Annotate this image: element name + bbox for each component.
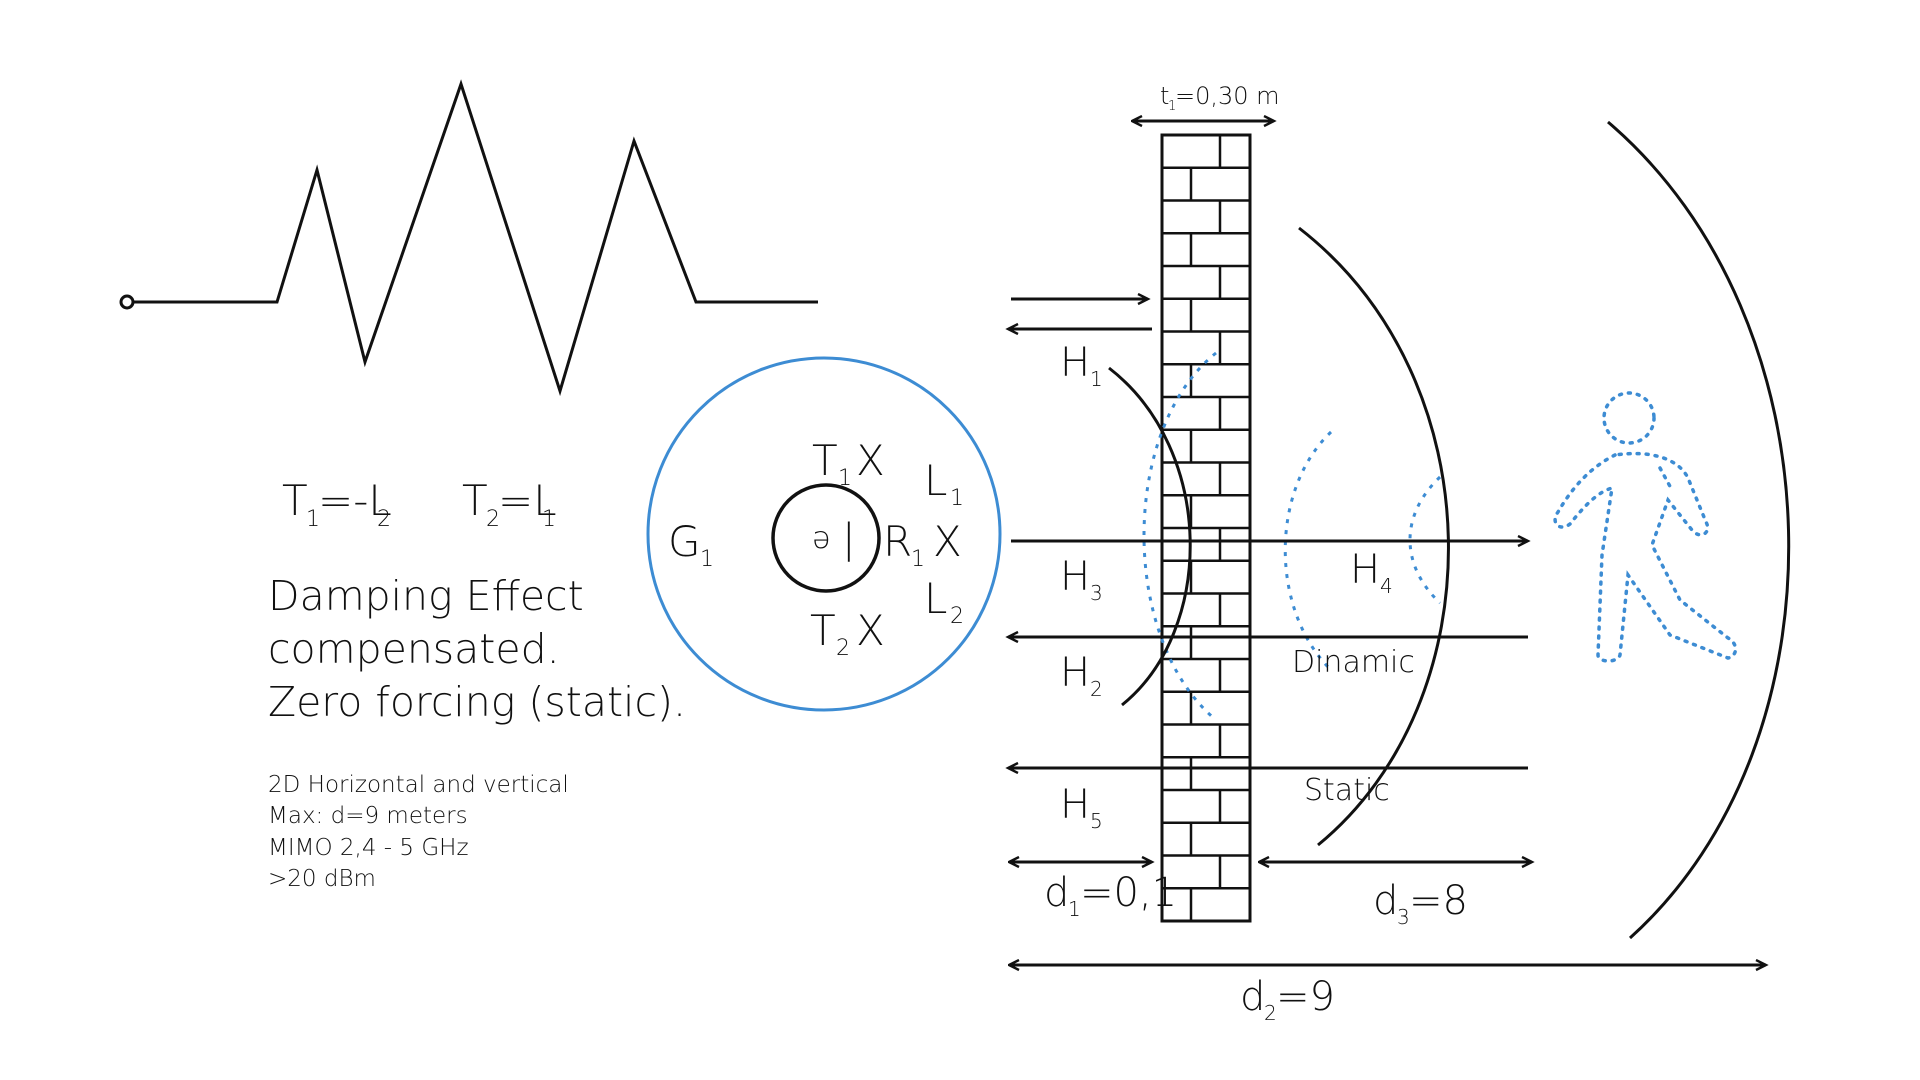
label-t1-base: T xyxy=(812,436,838,485)
label-t2: T 2 X xyxy=(810,606,885,661)
device-circle: ə | G 1 T 1 X T 2 X R 1 X L 1 L 2 xyxy=(646,356,1002,712)
wave-arc-dynamic-1 xyxy=(1283,430,1333,672)
signal-arrows xyxy=(1008,299,1528,768)
label-dynamic: Dinamic xyxy=(1292,645,1415,680)
specs-line-4: >20 dBm xyxy=(268,866,376,892)
distance-d2: d 2 =9 xyxy=(1009,965,1766,1025)
range-arc-large xyxy=(1607,120,1791,940)
label-h1-base: H xyxy=(1060,340,1090,386)
label-h4-sub: 4 xyxy=(1380,574,1393,598)
label-h2: H 2 xyxy=(1060,650,1103,701)
label-h5-sub: 5 xyxy=(1090,809,1103,833)
label-h2-base: H xyxy=(1060,650,1090,696)
label-l1-sub: 1 xyxy=(950,486,964,511)
equation-t2: T 2 =L 1 xyxy=(462,476,557,532)
label-l2-sub: 2 xyxy=(950,604,964,629)
equation-t1-rest: =-L xyxy=(318,476,392,525)
headline: Damping Effect compensated. Zero forcing… xyxy=(268,572,686,726)
range-arc-small xyxy=(1108,366,1192,707)
equation-t2-sub: 2 xyxy=(486,507,500,532)
wave-arc-inner-wall xyxy=(1142,351,1217,722)
headline-line-1: Damping Effect xyxy=(268,572,584,620)
label-h1-sub: 1 xyxy=(1090,367,1103,391)
signal-wave-arcs xyxy=(1142,351,1442,722)
zigzag-signal-icon xyxy=(119,79,818,397)
range-arcs xyxy=(1108,120,1791,940)
specs-line-3: MIMO 2,4 - 5 GHz xyxy=(268,835,469,861)
equation-t1-sub: 1 xyxy=(306,507,320,532)
label-r1-mark: X xyxy=(933,517,962,566)
label-r1-base: R xyxy=(883,517,912,566)
label-h5: H 5 xyxy=(1060,782,1103,833)
label-h5-base: H xyxy=(1060,782,1090,828)
distance-d2-rest: =9 xyxy=(1276,974,1335,1020)
label-h3-sub: 3 xyxy=(1090,581,1103,605)
label-l2: L 2 xyxy=(924,574,964,629)
label-g1: G 1 xyxy=(668,517,714,572)
label-static: Static xyxy=(1304,773,1390,808)
equation-t2-rest: =L xyxy=(498,476,557,525)
distance-d1-rest: =0,1 xyxy=(1080,870,1177,916)
label-r1: R 1 X xyxy=(883,517,962,572)
label-h4: H 4 xyxy=(1350,547,1393,598)
wall-thickness-sub: 1 xyxy=(1168,99,1176,114)
channel-labels: H 1 H 3 H 2 H 5 H 4 Dinamic Static xyxy=(1060,340,1415,833)
distance-d3: d 3 =8 xyxy=(1259,862,1532,929)
label-t1-mark: X xyxy=(856,436,885,485)
label-l2-base: L xyxy=(924,574,947,623)
label-g1-base: G xyxy=(668,517,701,566)
distance-d2-base: d xyxy=(1240,974,1265,1020)
brick-wall xyxy=(1160,133,1252,923)
headline-line-2: compensated. xyxy=(268,625,560,673)
label-g1-sub: 1 xyxy=(700,547,714,572)
headline-line-3: Zero forcing (static). xyxy=(268,678,686,726)
equation-t2-base: T xyxy=(462,476,488,525)
distance-d3-rest: =8 xyxy=(1409,878,1468,924)
equation-t1-base: T xyxy=(282,476,308,525)
label-r1-sub: 1 xyxy=(911,547,925,572)
range-arc-medium xyxy=(1298,226,1450,847)
distance-d2-sub: 2 xyxy=(1264,1001,1277,1025)
distance-d1-sub: 1 xyxy=(1068,897,1081,921)
walking-person-icon xyxy=(1553,391,1738,663)
equation-t1-rest-sub: 2 xyxy=(377,507,391,532)
label-h4-base: H xyxy=(1350,547,1380,593)
label-t1-sub: 1 xyxy=(838,466,852,491)
label-h1: H 1 xyxy=(1060,340,1103,391)
label-h3: H 3 xyxy=(1060,554,1103,605)
wall-thickness-base: t xyxy=(1160,82,1169,110)
label-l1: L 1 xyxy=(924,456,964,511)
wall-thickness-rest: =0,30 m xyxy=(1175,82,1280,110)
label-t2-mark: X xyxy=(856,606,885,655)
label-h3-base: H xyxy=(1060,554,1090,600)
label-t2-base: T xyxy=(810,606,836,655)
wall-thickness: t 1 =0,30 m xyxy=(1132,82,1280,121)
distance-d1-base: d xyxy=(1044,870,1069,916)
label-l1-base: L xyxy=(924,456,947,505)
device-center-symbol: ə xyxy=(812,521,830,556)
distance-d1: d 1 =0,1 xyxy=(1009,862,1177,921)
specs-line-2: Max: d=9 meters xyxy=(268,803,468,829)
label-t1: T 1 X xyxy=(812,436,885,491)
equation-t1: T 1 =-L 2 xyxy=(282,476,392,532)
device-center-bar: | xyxy=(842,516,855,562)
label-t2-sub: 2 xyxy=(836,636,850,661)
distance-d3-sub: 3 xyxy=(1397,905,1410,929)
specs-line-1: 2D Horizontal and vertical xyxy=(268,772,569,798)
label-h2-sub: 2 xyxy=(1090,677,1103,701)
distance-d3-base: d xyxy=(1373,878,1398,924)
specs-list: 2D Horizontal and vertical Max: d=9 mete… xyxy=(268,772,569,892)
equation-t2-rest-sub: 1 xyxy=(542,507,556,532)
